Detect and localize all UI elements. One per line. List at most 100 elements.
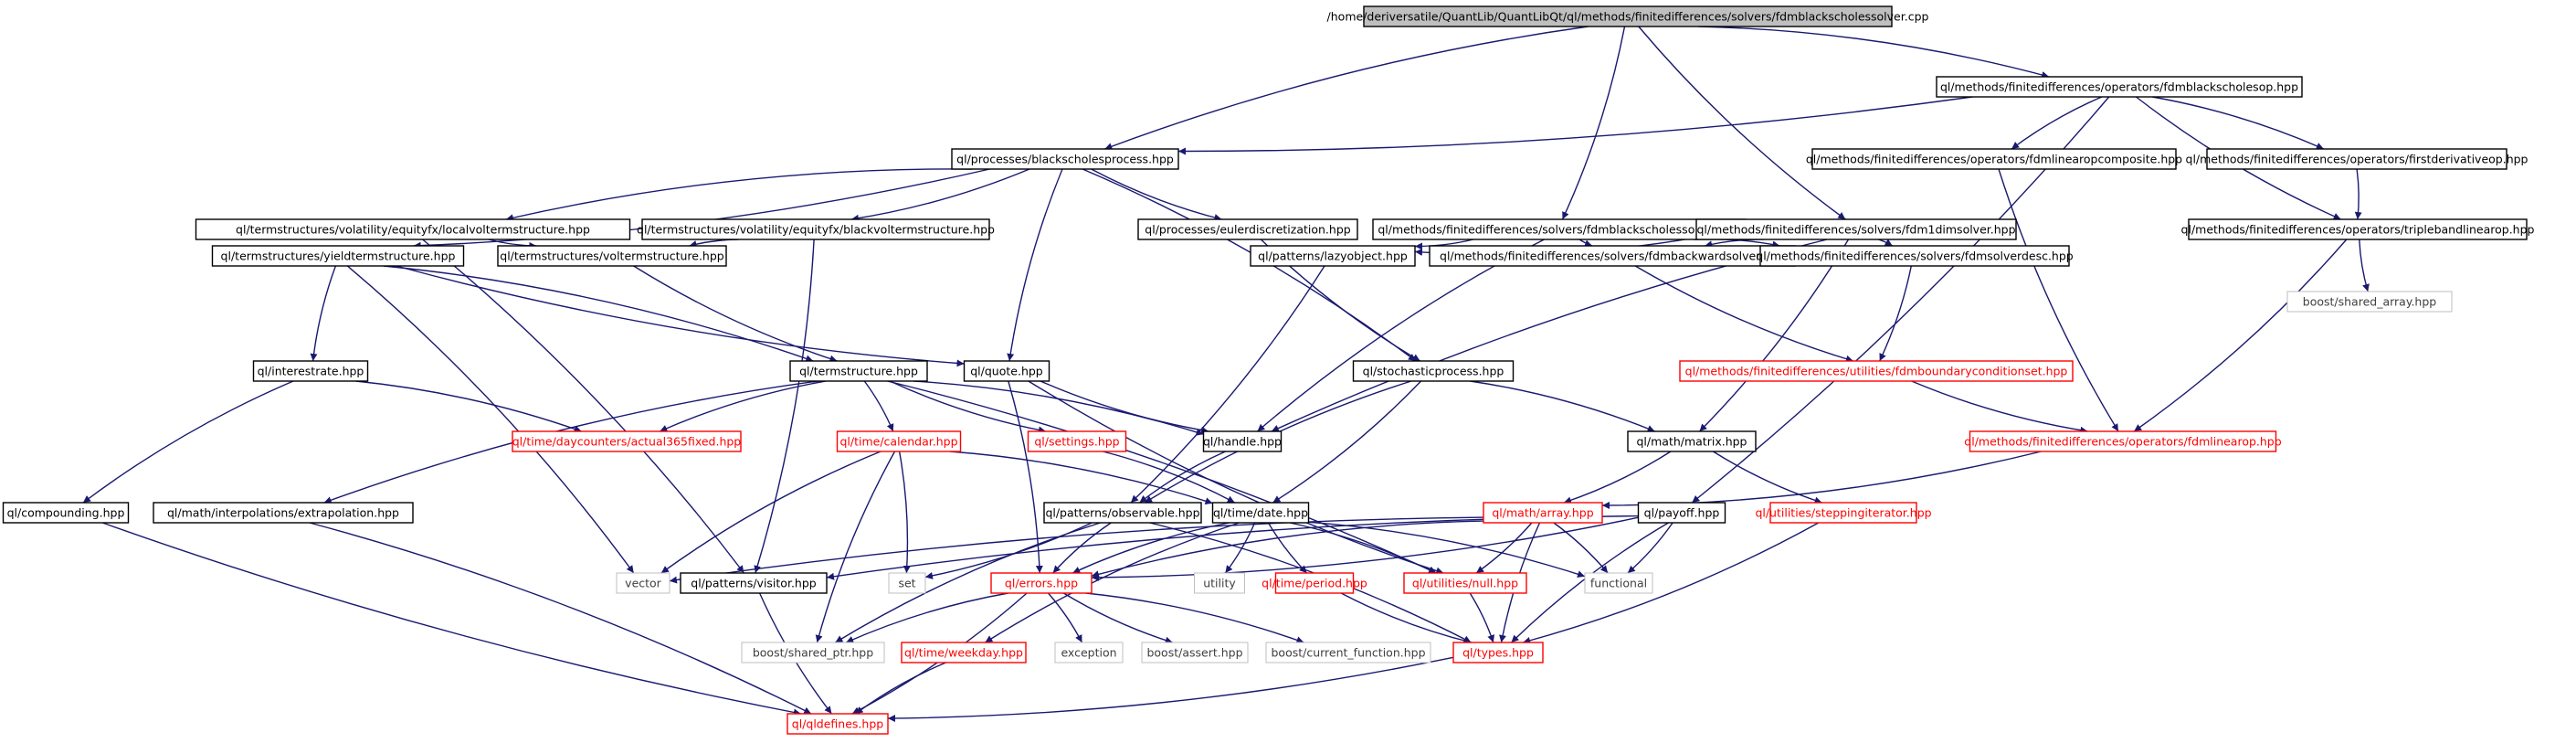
node-label: ql/methods/finitedifferences/operators/f…: [1964, 435, 2281, 449]
node-errors[interactable]: ql/errors.hpp: [990, 572, 1093, 594]
node-matrix[interactable]: ql/math/matrix.hpp: [1627, 430, 1757, 452]
node-payoff[interactable]: ql/payoff.hpp: [1637, 502, 1726, 524]
edge-triband-to-sharedarray: [2359, 239, 2370, 292]
node-box: [787, 713, 889, 735]
edge-fdmbsop-to-firstderiv: [2152, 96, 2325, 150]
edge-matrix-to-stepiter: [1713, 451, 1822, 504]
node-box: [641, 218, 990, 240]
node-period[interactable]: ql/time/period.hpp: [1262, 572, 1367, 594]
node-fdm1d[interactable]: ql/methods/finitedifferences/solvers/fdm…: [1695, 218, 2017, 240]
node-label: ql/methods/finitedifferences/solvers/fdm…: [1440, 249, 1785, 263]
node-box: [1679, 360, 2074, 382]
node-fdmlinopcomp[interactable]: ql/methods/finitedifferences/operators/f…: [1806, 148, 2182, 170]
node-box: [1141, 642, 1249, 663]
edge-interestrate-to-act365: [355, 380, 582, 433]
node-solverdesc[interactable]: ql/methods/finitedifferences/solvers/fdm…: [1756, 245, 2074, 267]
node-firstderiv[interactable]: ql/methods/finitedifferences/operators/f…: [2186, 148, 2528, 170]
node-box: [2188, 218, 2528, 240]
node-set: set: [888, 572, 926, 594]
node-exception: exception: [1054, 642, 1124, 663]
node-box: [252, 360, 369, 382]
node-box: [1363, 5, 1893, 27]
node-label: ql/utilities/null.hpp: [1412, 577, 1518, 590]
node-euler[interactable]: ql/processes/eulerdiscretization.hpp: [1137, 218, 1358, 240]
node-box: [789, 360, 928, 382]
edge-backward-to-bcset: [1634, 265, 1854, 363]
node-sharedarray: boost/shared_array.hpp: [2286, 291, 2453, 313]
edge-compounding-to-qldefines: [101, 522, 801, 716]
edge-fdmlinopcomp-to-fdmlinop: [1998, 168, 2119, 432]
edge-termstruct-to-settings: [889, 380, 1047, 434]
node-triband[interactable]: ql/methods/finitedifferences/operators/t…: [2181, 218, 2535, 240]
node-label: ql/quote.hpp: [970, 365, 1043, 378]
edge-fdmbssolver-to-backward: [1578, 239, 1593, 248]
edge-yieldts-to-interestrate: [310, 265, 337, 362]
node-null[interactable]: ql/utilities/null.hpp: [1403, 572, 1527, 594]
node-volts[interactable]: ql/termstructures/voltermstructure.hpp: [497, 245, 727, 267]
node-act365[interactable]: ql/time/daycounters/actual365fixed.hpp: [512, 430, 742, 452]
file-nodes: /home/deriversatile/QuantLib/QuantLibQt/…: [2, 5, 2535, 735]
node-label: ql/methods/finitedifferences/operators/f…: [1806, 153, 2182, 166]
edge-array-to-functional: [1553, 522, 1609, 574]
edge-array-to-vector: [669, 516, 1484, 584]
node-box: [1584, 572, 1653, 594]
node-label: boost/shared_array.hpp: [2303, 295, 2437, 309]
node-label: vector: [625, 577, 662, 590]
node-bsproc[interactable]: ql/processes/blackscholesprocess.hpp: [951, 148, 1179, 170]
edge-termstruct-to-extrap: [323, 380, 818, 504]
node-box: [1202, 430, 1283, 452]
node-label: ql/compounding.hpp: [7, 506, 125, 520]
node-qldefines[interactable]: ql/qldefines.hpp: [787, 713, 889, 735]
edge-errors-to-curfunc: [1085, 592, 1304, 644]
node-calendar[interactable]: ql/time/calendar.hpp: [836, 430, 962, 452]
node-sharedptr: boost/shared_ptr.hpp: [741, 642, 885, 663]
node-weekday[interactable]: ql/time/weekday.hpp: [901, 642, 1027, 663]
node-box: [497, 245, 727, 267]
node-types[interactable]: ql/types.hpp: [1452, 642, 1544, 663]
edge-bsproc-to-quote: [1007, 168, 1063, 362]
node-stochproc[interactable]: ql/stochasticprocess.hpp: [1352, 360, 1515, 382]
node-box: [1352, 360, 1515, 382]
node-settings[interactable]: ql/settings.hpp: [1027, 430, 1127, 452]
node-localvol[interactable]: ql/termstructures/volatility/equityfx/lo…: [195, 218, 631, 240]
edge-stepiter-to-types: [1523, 522, 1820, 644]
node-label: ql/payoff.hpp: [1644, 506, 1720, 520]
node-array[interactable]: ql/math/array.hpp: [1483, 502, 1603, 524]
node-date[interactable]: ql/time/date.hpp: [1211, 502, 1310, 524]
node-compounding[interactable]: ql/compounding.hpp: [2, 502, 130, 524]
node-termstruct[interactable]: ql/termstructure.hpp: [789, 360, 928, 382]
node-extrap[interactable]: ql/math/interpolations/extrapolation.hpp: [153, 502, 414, 524]
edge-termstruct-to-act365: [660, 380, 826, 432]
edge-root-to-bsproc: [1104, 26, 1589, 150]
edge-quote-to-errors: [1008, 380, 1043, 574]
node-fdmbssolver[interactable]: ql/methods/finitedifferences/solvers/fdm…: [1372, 218, 1747, 240]
edge-firstderiv-to-triband: [2354, 168, 2362, 220]
edge-errors-to-sharedptr: [845, 592, 1008, 643]
node-root[interactable]: /home/deriversatile/QuantLib/QuantLibQt/…: [1327, 5, 1929, 27]
node-stepiter[interactable]: ql/utilities/steppingiterator.hpp: [1755, 502, 1932, 524]
node-fdmlinop[interactable]: ql/methods/finitedifferences/operators/f…: [1964, 430, 2282, 452]
node-box: [1027, 430, 1127, 452]
node-box: [2, 502, 130, 524]
edge-lazy-to-observable: [1130, 265, 1325, 504]
node-blackvol[interactable]: ql/termstructures/volatility/equityfx/bl…: [637, 218, 995, 240]
node-visitor[interactable]: ql/patterns/visitor.hpp: [680, 572, 828, 594]
node-box: [1194, 572, 1245, 594]
node-lazy[interactable]: ql/patterns/lazyobject.hpp: [1250, 245, 1416, 267]
edge-bsproc-to-blackvol: [850, 168, 1030, 222]
node-box: [1769, 502, 1917, 524]
edge-calendar-to-vector: [660, 451, 882, 574]
node-box: [888, 572, 926, 594]
node-bcset[interactable]: ql/methods/finitedifferences/utilities/f…: [1679, 360, 2074, 382]
node-box: [990, 572, 1093, 594]
node-yieldts[interactable]: ql/termstructures/yieldtermstructure.hpp: [211, 245, 465, 267]
node-functional: functional: [1584, 572, 1653, 594]
node-backward[interactable]: ql/methods/finitedifferences/solvers/fdm…: [1429, 245, 1796, 267]
node-interestrate[interactable]: ql/interestrate.hpp: [252, 360, 369, 382]
node-observable[interactable]: ql/patterns/observable.hpp: [1043, 502, 1202, 524]
node-quote[interactable]: ql/quote.hpp: [963, 360, 1050, 382]
edge-date-to-utility: [1224, 522, 1256, 574]
node-fdmbsop[interactable]: ql/methods/finitedifferences/operators/f…: [1936, 76, 2303, 98]
edge-root-to-fdmbssolver: [1561, 26, 1626, 220]
node-handle[interactable]: ql/handle.hpp: [1202, 430, 1283, 452]
